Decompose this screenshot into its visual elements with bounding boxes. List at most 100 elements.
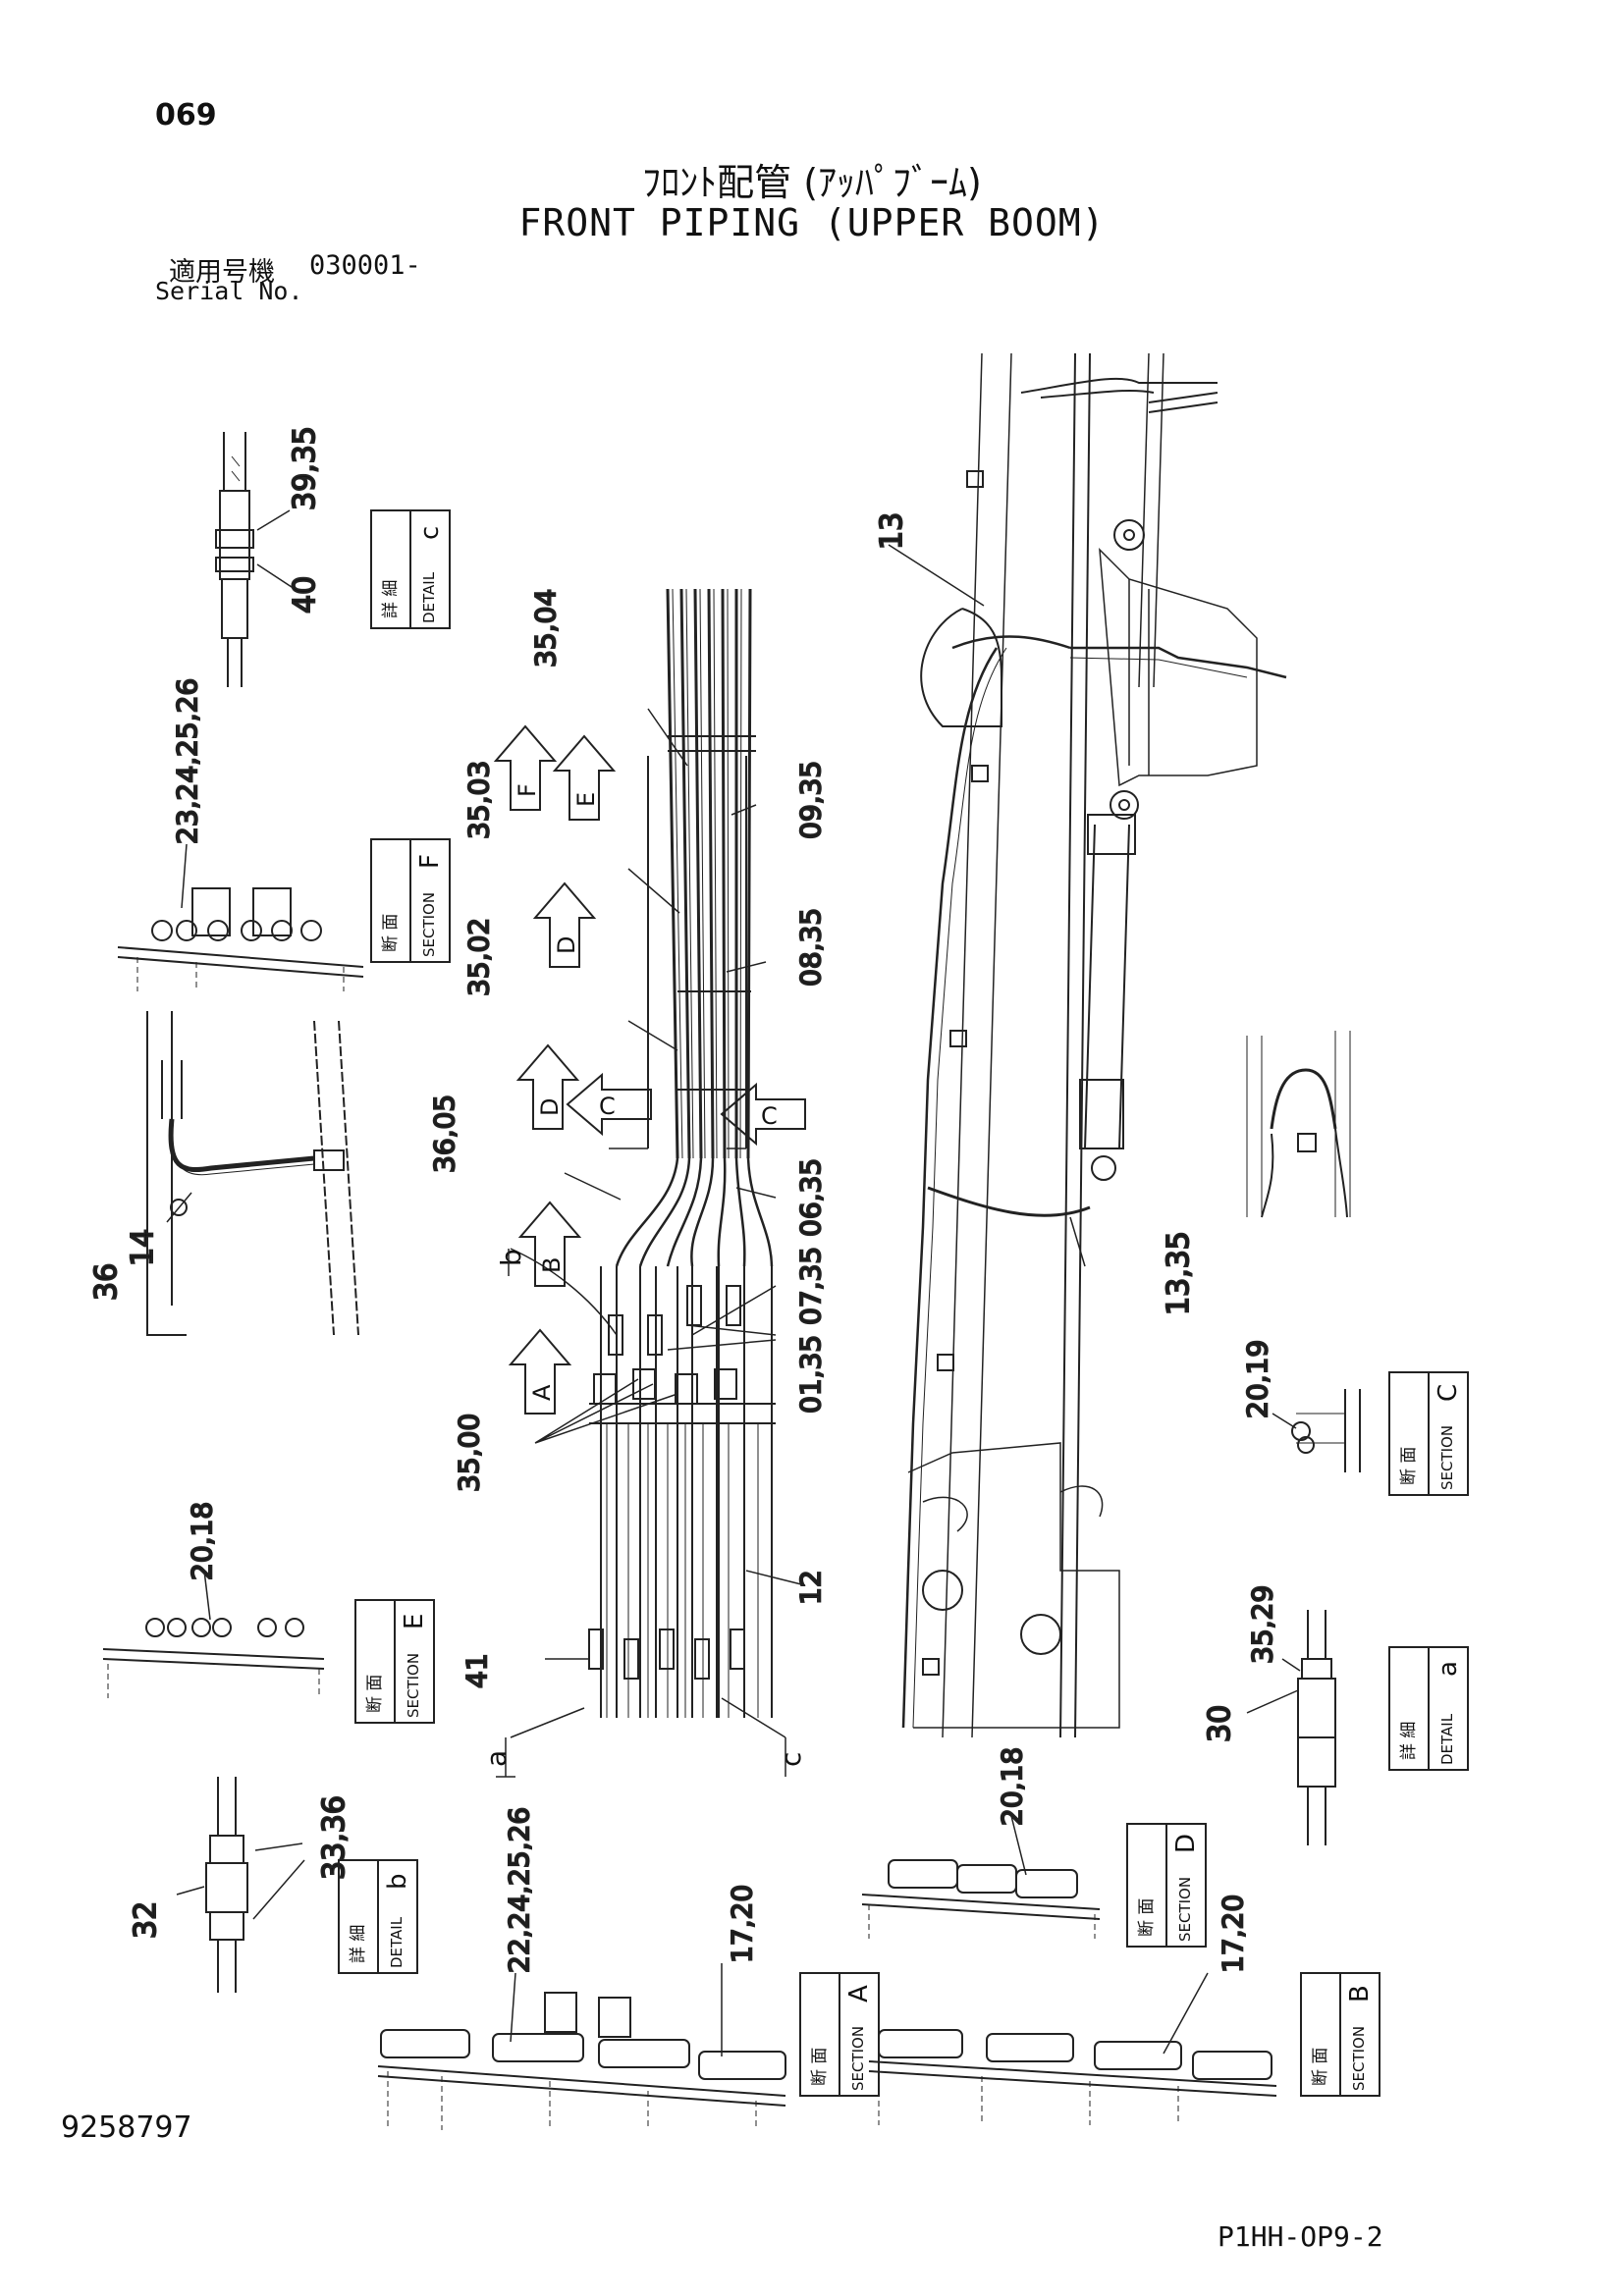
- callout-39-35: 39,35: [288, 426, 322, 510]
- svg-text:B: B: [538, 1257, 566, 1273]
- callout-06-35: 06,35: [794, 1158, 827, 1237]
- callout-01-35: 01,35: [794, 1335, 827, 1414]
- section-c-view: 20,19: [1240, 1339, 1361, 1472]
- callout-35-03: 35,03: [462, 761, 495, 839]
- serial-label-japanese: 適用号機: [169, 257, 275, 288]
- detail-marker-b: b: [495, 1249, 527, 1276]
- svg-text:断 面: 断 面: [1311, 2048, 1330, 2086]
- callout-33-36: 33,36: [317, 1795, 352, 1880]
- side-view-small: [1246, 1031, 1351, 1218]
- svg-text:SECTION: SECTION: [420, 892, 438, 957]
- label-section-b: 断 面 SECTION B: [1300, 1972, 1380, 2097]
- svg-text:詳 細: 詳 細: [1399, 1722, 1419, 1760]
- callout-35-04: 35,04: [529, 589, 562, 667]
- svg-text:E: E: [572, 792, 600, 807]
- svg-text:a: a: [480, 1750, 513, 1767]
- svg-text:断 面: 断 面: [1399, 1447, 1419, 1485]
- svg-text:E: E: [400, 1614, 429, 1629]
- callout-09-35: 09,35: [794, 761, 827, 839]
- label-section-a: 断 面 SECTION A: [799, 1972, 880, 2097]
- section-arrow-a: A: [508, 1328, 572, 1415]
- callout-22-26: 22,24,25,26: [503, 1807, 535, 1973]
- label-detail-b: 詳 細 DETAIL b: [338, 1859, 418, 1974]
- callout-13: 13: [875, 512, 909, 550]
- callout-35-29: 35,29: [1246, 1585, 1278, 1664]
- svg-text:D: D: [536, 1098, 564, 1116]
- callout-23-26: 23,24,25,26: [171, 678, 203, 844]
- svg-text:DETAIL: DETAIL: [388, 1916, 406, 1968]
- svg-text:断 面: 断 面: [365, 1675, 385, 1713]
- section-arrow-f: F: [493, 724, 558, 811]
- callout-35-02: 35,02: [462, 918, 495, 996]
- label-section-c: 断 面 SECTION C: [1388, 1371, 1469, 1496]
- label-detail-c: 詳 細 DETAIL c: [370, 509, 451, 629]
- svg-text:SECTION: SECTION: [1350, 2026, 1368, 2091]
- svg-text:c: c: [775, 1752, 807, 1767]
- section-arrow-b: B: [517, 1201, 582, 1287]
- callout-20-18-d: 20,18: [996, 1747, 1028, 1826]
- svg-text:B: B: [1345, 1985, 1375, 2002]
- callout-41: 41: [460, 1653, 493, 1688]
- svg-text:断 面: 断 面: [810, 2048, 830, 2086]
- sheet-code: P1HH-OP9-2: [1218, 2220, 1383, 2253]
- svg-text:A: A: [528, 1384, 556, 1401]
- svg-text:c: c: [415, 526, 445, 540]
- callout-36: 36: [89, 1263, 124, 1301]
- main-pipe-bundle: [510, 588, 806, 1738]
- svg-text:C: C: [761, 1102, 778, 1130]
- svg-text:F: F: [415, 854, 445, 869]
- svg-text:詳 細: 詳 細: [381, 580, 401, 618]
- svg-text:SECTION: SECTION: [405, 1653, 422, 1718]
- label-section-d: 断 面 SECTION D: [1126, 1823, 1207, 1948]
- callout-30: 30: [1203, 1705, 1237, 1742]
- upper-boom-structure: [888, 352, 1287, 1738]
- svg-text:b: b: [383, 1873, 412, 1890]
- page-number: 069: [155, 98, 217, 133]
- svg-text:C: C: [1434, 1384, 1463, 1402]
- callout-36-05: 36,05: [428, 1095, 460, 1173]
- svg-text:D: D: [553, 936, 580, 954]
- section-d-view: 20,18: [861, 1746, 1101, 1939]
- serial-label-english: Serial No.: [155, 277, 303, 305]
- section-a-view: 22,24,25,26 17,20: [377, 1806, 786, 2130]
- callout-07-35: 07,35: [794, 1247, 827, 1325]
- callout-17-20-a: 17,20: [726, 1885, 758, 1963]
- svg-text:SECTION: SECTION: [1176, 1877, 1194, 1942]
- section-arrow-c-right: C: [720, 1082, 806, 1147]
- section-arrow-e: E: [552, 734, 617, 821]
- detail-marker-a: a: [480, 1737, 515, 1778]
- callout-12: 12: [794, 1570, 827, 1605]
- boom-partial-view: 36 14: [88, 1011, 359, 1336]
- label-section-e: 断 面 SECTION E: [354, 1599, 435, 1724]
- section-f-view: 23,24,25,26: [117, 677, 364, 991]
- callout-17-20-b: 17,20: [1217, 1895, 1249, 1973]
- detail-b-view: 33,36 32: [128, 1777, 352, 1993]
- callout-35-00: 35,00: [453, 1414, 485, 1492]
- section-b-view: 17,20: [868, 1894, 1277, 2125]
- detail-c-view: 39,35 40: [215, 425, 323, 687]
- callout-40: 40: [288, 576, 322, 614]
- label-detail-a: 詳 細 DETAIL a: [1388, 1646, 1469, 1771]
- section-arrow-d-lower: D: [515, 1043, 580, 1130]
- svg-text:詳 細: 詳 細: [349, 1925, 368, 1963]
- title-japanese: ﾌﾛﾝﾄ配管 (ｱｯﾊﾟﾌﾞｰﾑ): [642, 161, 982, 204]
- svg-text:DETAIL: DETAIL: [1438, 1713, 1456, 1765]
- label-section-f: 断 面 SECTION F: [370, 838, 451, 963]
- callout-20-19: 20,19: [1241, 1340, 1273, 1418]
- serial-value: 030001-: [309, 250, 421, 281]
- svg-text:SECTION: SECTION: [1438, 1425, 1456, 1490]
- section-arrow-d-upper: D: [532, 881, 597, 968]
- svg-text:断 面: 断 面: [1137, 1898, 1157, 1937]
- svg-text:C: C: [599, 1093, 616, 1120]
- svg-text:F: F: [514, 783, 541, 797]
- section-e-view: 20,18: [102, 1501, 325, 1698]
- callout-14: 14: [126, 1229, 160, 1266]
- svg-text:SECTION: SECTION: [849, 2026, 867, 2091]
- svg-text:a: a: [1434, 1661, 1463, 1677]
- svg-text:D: D: [1171, 1834, 1201, 1853]
- svg-text:DETAIL: DETAIL: [420, 571, 438, 623]
- section-arrow-c-left: C: [566, 1072, 652, 1137]
- document-number: 9258797: [61, 2110, 192, 2145]
- callout-08-35: 08,35: [794, 908, 827, 987]
